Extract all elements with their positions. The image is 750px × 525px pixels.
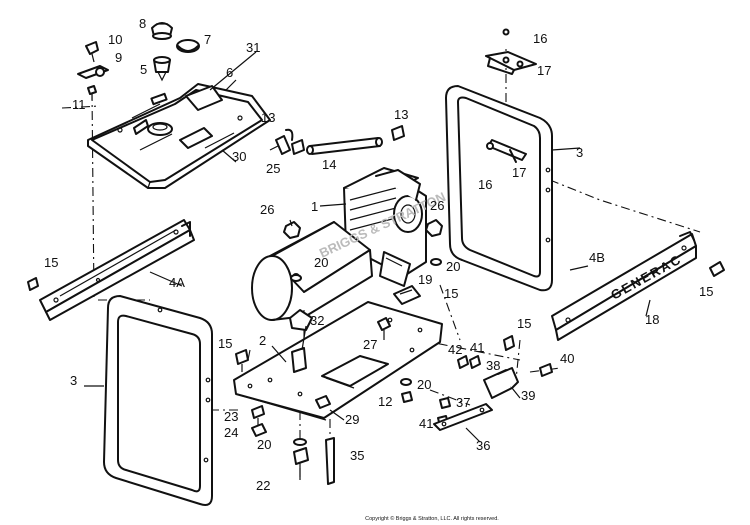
frame-left <box>103 295 213 506</box>
lower-hardware <box>235 349 493 485</box>
callout-c26b: 26 <box>430 198 444 213</box>
callout-c4a: 4A <box>169 275 185 290</box>
callout-c32: 32 <box>310 313 324 328</box>
callout-c25: 25 <box>266 161 280 176</box>
callout-c29: 29 <box>345 412 359 427</box>
bracket-17 <box>485 28 537 75</box>
copyright-notice: Copyright © Briggs & Stratton, LLC. All … <box>365 515 499 522</box>
callout-c41b: 41 <box>419 416 433 431</box>
callout-c9: 9 <box>115 50 122 65</box>
callout-c13a: 13 <box>261 110 275 125</box>
mount-hardware <box>283 219 443 305</box>
callout-c39: 39 <box>521 388 535 403</box>
callout-c40: 40 <box>560 351 574 366</box>
callout-c15d: 15 <box>218 336 232 351</box>
callout-c18: 18 <box>645 312 659 327</box>
base-plate <box>233 301 443 421</box>
callout-c41a: 41 <box>470 340 484 355</box>
callout-c20d: 20 <box>257 437 271 452</box>
callout-c20b: 20 <box>446 259 460 274</box>
callout-c5: 5 <box>140 62 147 77</box>
callout-labels: 8 7 31 10 9 5 6 11 30 13 13 14 25 16 17 3 17 16 1 26 26 20 20 1… <box>44 16 713 493</box>
callout-c11: 11 <box>72 97 86 112</box>
callout-c24: 24 <box>224 425 238 440</box>
rail-4a <box>27 219 195 321</box>
callout-c17b: 17 <box>512 165 526 180</box>
callout-c1: 1 <box>311 199 318 214</box>
callout-c26a: 26 <box>260 202 274 217</box>
callout-c15a: 15 <box>44 255 58 270</box>
callout-c8: 8 <box>139 16 146 31</box>
callout-c2: 2 <box>259 333 266 348</box>
callout-c17a: 17 <box>537 63 551 78</box>
fuel-line <box>269 125 405 155</box>
callout-c14: 14 <box>322 157 336 172</box>
callout-leaders <box>84 51 651 443</box>
callout-c15b: 15 <box>444 286 458 301</box>
frame-right <box>445 85 553 292</box>
callout-c19: 19 <box>418 272 432 287</box>
callout-c20c: 20 <box>417 377 431 392</box>
callout-c4b: 4B <box>589 250 605 265</box>
callout-c35: 35 <box>350 448 364 463</box>
callout-c15c: 15 <box>699 284 713 299</box>
fuel-cap-parts <box>77 22 200 100</box>
callout-c7: 7 <box>204 32 211 47</box>
callout-c15e: 15 <box>517 316 531 331</box>
callout-c3b: 3 <box>70 373 77 388</box>
callout-c23: 23 <box>224 409 238 424</box>
callout-c20a: 20 <box>314 255 328 270</box>
callout-c16a: 16 <box>533 31 547 46</box>
callout-c16b: 16 <box>478 177 492 192</box>
callout-c6: 6 <box>226 65 233 80</box>
callout-c12: 12 <box>378 394 392 409</box>
callout-c27: 27 <box>363 337 377 352</box>
callout-c38: 38 <box>486 358 500 373</box>
callout-c22: 22 <box>256 478 270 493</box>
outlet-bracket <box>457 335 553 399</box>
callout-c13b: 13 <box>394 107 408 122</box>
callout-c42: 42 <box>448 342 462 357</box>
fuel-tank <box>87 83 271 189</box>
callout-c10: 10 <box>108 32 122 47</box>
callout-c36: 36 <box>476 438 490 453</box>
callout-c37: 37 <box>456 395 470 410</box>
callout-c3a: 3 <box>576 145 583 160</box>
callout-c30: 30 <box>232 149 246 164</box>
callout-c31: 31 <box>246 40 260 55</box>
